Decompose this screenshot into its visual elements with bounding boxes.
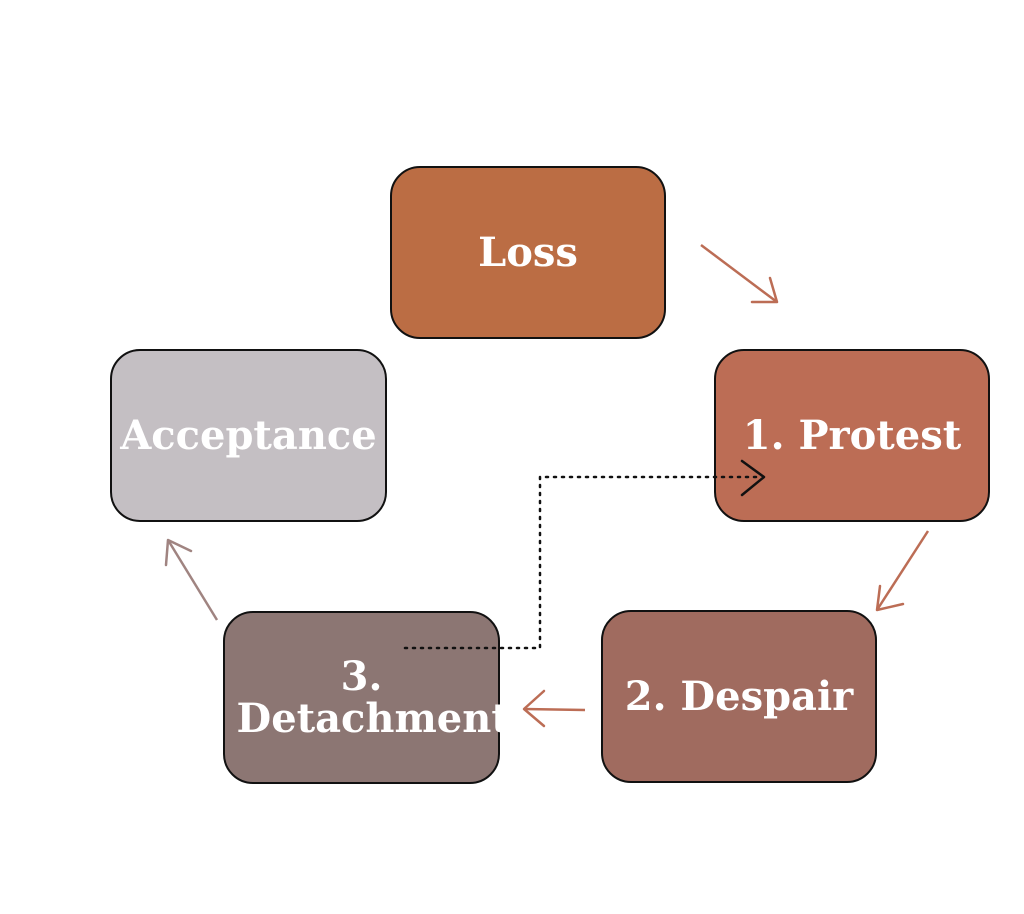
node-acceptance: Acceptance <box>110 349 387 522</box>
arrow-loss-to-protest-shaft <box>700 244 778 303</box>
node-acceptance-label: Acceptance <box>120 411 377 459</box>
node-despair-label: 2. Despair <box>624 672 854 720</box>
arrow-detachment-to-acceptance <box>164 538 219 621</box>
arrow-despair-to-detachment <box>522 689 586 728</box>
arrow-loss-to-protest <box>700 244 779 304</box>
node-protest-label: 1. Protest <box>742 411 962 459</box>
node-detachment: 3. Detachment <box>223 611 510 784</box>
arrow-protest-to-despair <box>875 530 930 612</box>
arrow-despair-to-detachment-head <box>522 689 546 728</box>
node-loss-label: Loss <box>478 228 578 276</box>
node-loss: Loss <box>390 166 666 339</box>
arrow-protest-to-despair-shaft <box>875 530 930 611</box>
node-detachment-label: 3. Detachment <box>236 652 510 742</box>
node-protest: 1. Protest <box>714 349 990 522</box>
arrow-loss-to-protest-head <box>750 276 779 304</box>
arrow-detachment-to-acceptance-head <box>164 538 193 567</box>
arrow-detachment-to-acceptance-shaft <box>166 539 219 621</box>
node-despair: 2. Despair <box>601 610 877 783</box>
arrow-despair-to-detachment-shaft <box>523 707 586 712</box>
arrow-protest-to-despair-head <box>875 584 905 612</box>
